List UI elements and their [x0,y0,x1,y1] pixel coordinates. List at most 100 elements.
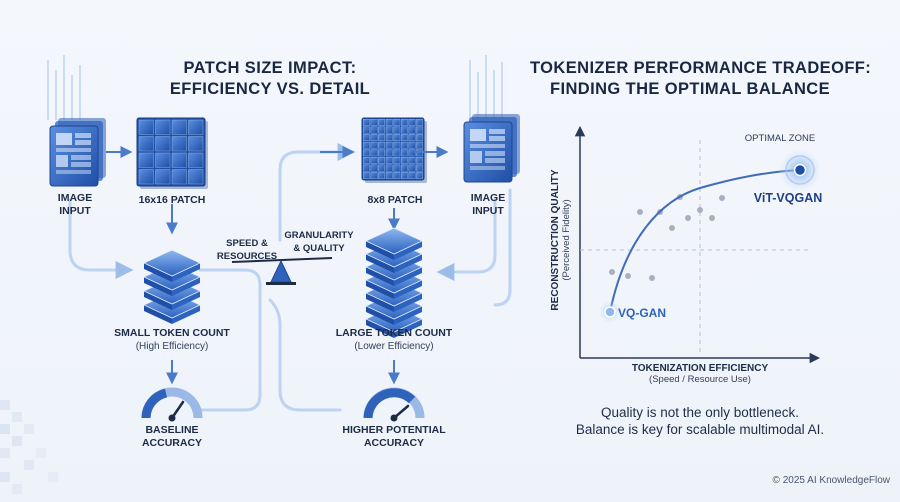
patch-16-cell [155,152,171,168]
patch-8-cell [385,126,393,134]
scatter-point [697,207,703,213]
patch-8-frame [361,117,425,181]
scatter-point [609,269,615,275]
patch-8-cell [385,149,393,157]
patch-8-cell [401,126,408,134]
patch-8-cell [416,118,423,126]
caption-line1: Quality is not the only bottleneck. [600,405,800,420]
image-input-left-icon [49,118,106,187]
patch-8-cell [385,164,393,172]
small-token-stack-icon [143,249,201,324]
large-token-stack-icon [365,227,423,338]
patch-8-cell [393,141,401,149]
scatter-points [609,194,725,281]
patch-16-cell [188,136,204,152]
patch-8-cell [401,141,408,149]
image-input-right-label: IMAGE INPUT [470,192,506,217]
patch-8-cell [378,164,385,172]
patch-8-cell [370,126,378,134]
scatter-point [637,209,643,215]
image-input-left-label: IMAGE INPUT [57,192,93,217]
left-title-line1: PATCH SIZE IMPACT: [183,59,357,77]
patch-8-cell [393,172,401,179]
scatter-point [719,195,725,201]
patch-8-cell [393,156,401,164]
patch-16-label: 16x16 PATCH [138,194,206,206]
patch-8-cell [408,141,416,149]
patch-8-cell [378,172,385,179]
balance-scale-icon [231,257,333,285]
patch-8-cell [370,134,378,141]
patch-8-cell [370,172,378,179]
speed-resources-label: SPEED & RESOURCES [216,238,278,262]
left-title-line2: EFFICIENCY VS. DETAIL [169,80,371,98]
patch-8-cell [416,164,423,172]
patch-8-cell [370,118,378,126]
patch-16-cell [155,136,171,152]
light-trails [47,55,503,120]
patch-8-cell [385,141,393,149]
patch-8-cell [416,156,423,164]
patch-16-cell [155,119,171,135]
patch-16-frame [136,117,206,187]
scatter-point [649,275,655,281]
baseline-accuracy-label: BASELINE ACCURACY [141,424,203,449]
pareto-curve [609,169,801,313]
patch-16-cell [138,119,154,135]
patch-8-cell [416,141,423,149]
scatter-point [669,225,675,231]
patch-8-cell [363,118,370,126]
patch-16-cell [155,169,171,185]
patch-8-cell [378,156,385,164]
patch-16-cell [171,136,187,152]
patch-8-cell [416,134,423,141]
image-input-right-icon [463,114,520,183]
patch-8-cell [363,164,370,172]
patch-16-cell [188,152,204,168]
right-title-line2: FINDING THE OPTIMAL BALANCE [550,80,830,98]
patch-16-cell [188,119,204,135]
patch-16-cell [171,169,187,185]
patch-16x16-grid [136,117,208,189]
patch-8-cell [393,149,401,157]
vit-vqgan-label: ViT-VQGAN [753,191,823,205]
patch-8-cell [408,134,416,141]
patch-8-cell [393,164,401,172]
small-token-layer [143,249,201,277]
patch-8-cell [363,126,370,134]
patch-8-cell [363,141,370,149]
patch-8-cell [393,126,401,134]
patch-8-cell [408,118,416,126]
patch-8-cell [401,156,408,164]
patch-8-cell [370,141,378,149]
patch-8-cell [363,149,370,157]
right-panel-title: TOKENIZER PERFORMANCE TRADEOFF: FINDING … [530,58,872,100]
footer-copyright: © 2025 AI KnowledgeFlow [772,475,890,486]
patch-8-cell [378,126,385,134]
patch-8-cell [408,164,416,172]
patch-8-cell [416,126,423,134]
tradeoff-chart [574,125,822,364]
scatter-point [685,215,691,221]
large-token-layer [365,227,423,255]
patch-8-cell [416,172,423,179]
right-title-line1: TOKENIZER PERFORMANCE TRADEOFF: [530,59,872,77]
patch-8-cell [378,141,385,149]
patch-8-cell [401,149,408,157]
patch-8-cell [401,134,408,141]
patch-16-cell [138,136,154,152]
patch-8-cell [408,172,416,179]
patch-8-cell [393,134,401,141]
vq-gan-point [604,306,616,318]
patch-8-cell [385,134,393,141]
vit-vqgan-point [793,163,807,177]
patch-8-cell [393,118,401,126]
vq-gan-label: VQ-GAN [618,306,666,320]
y-axis-label: RECONSTRUCTION QUALITY (Perceived Fideli… [550,169,572,311]
patch-16-cell [171,152,187,168]
large-token-label: LARGE TOKEN COUNT (Lower Efficiency) [335,327,453,352]
flow-lines [68,143,512,412]
patch-8-cell [370,164,378,172]
scatter-point [625,273,631,279]
patch-8-cell [385,118,393,126]
